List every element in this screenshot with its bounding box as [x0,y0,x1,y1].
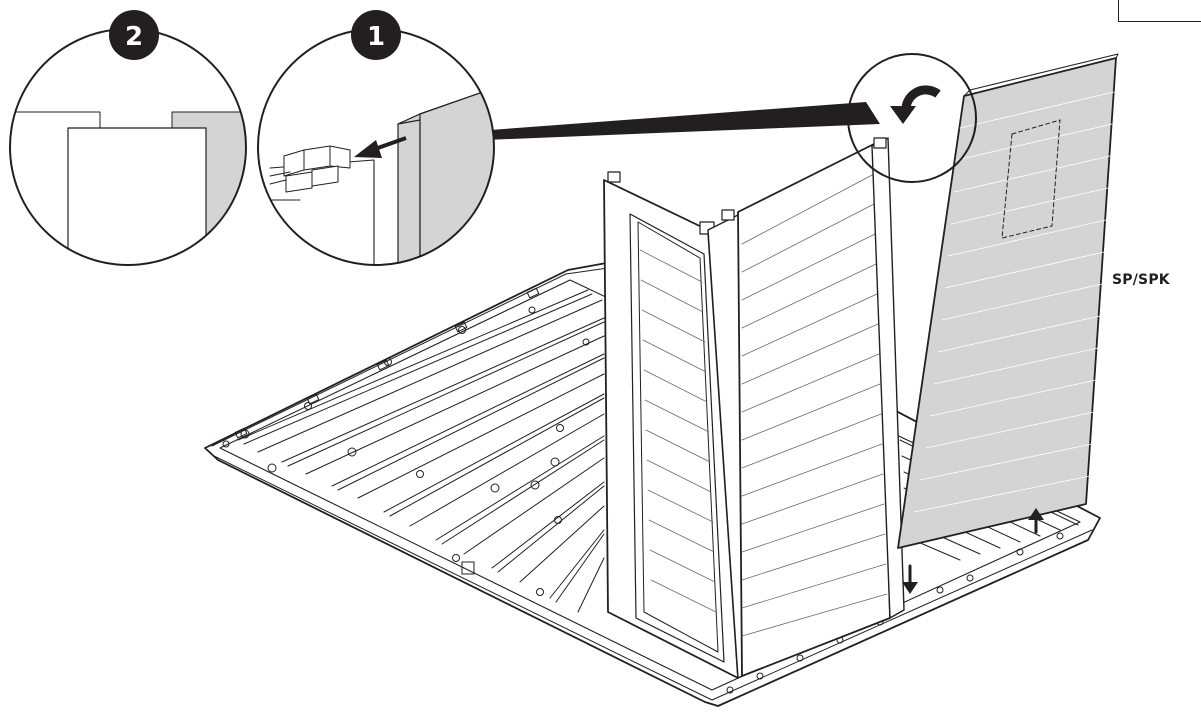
page-corner-tab [1118,0,1201,22]
center-wall-panel [721,137,905,677]
arrow-up-icon [1028,508,1044,534]
left-wall-panel [603,171,743,679]
window-cutout-outline [1001,119,1061,239]
floor-holes [222,306,1064,694]
rotate-counterclockwise-icon [890,85,941,124]
rim-clips [234,287,540,575]
arrow-down-icon [902,564,918,594]
arrow-push-icon [354,136,407,158]
rotate-callout [847,53,977,183]
step-badge-2 [109,10,159,60]
step-badge-1 [351,10,401,60]
detail-circle-1: 1 [257,10,495,266]
detail-circle-2: 2 [9,10,247,266]
grey-wall-panel [897,53,1119,549]
step-number-1: 1 [367,22,385,52]
callout-pointer [436,102,880,142]
part-code-label: SP/SPK [1112,272,1170,288]
step-number-2: 2 [125,22,143,52]
